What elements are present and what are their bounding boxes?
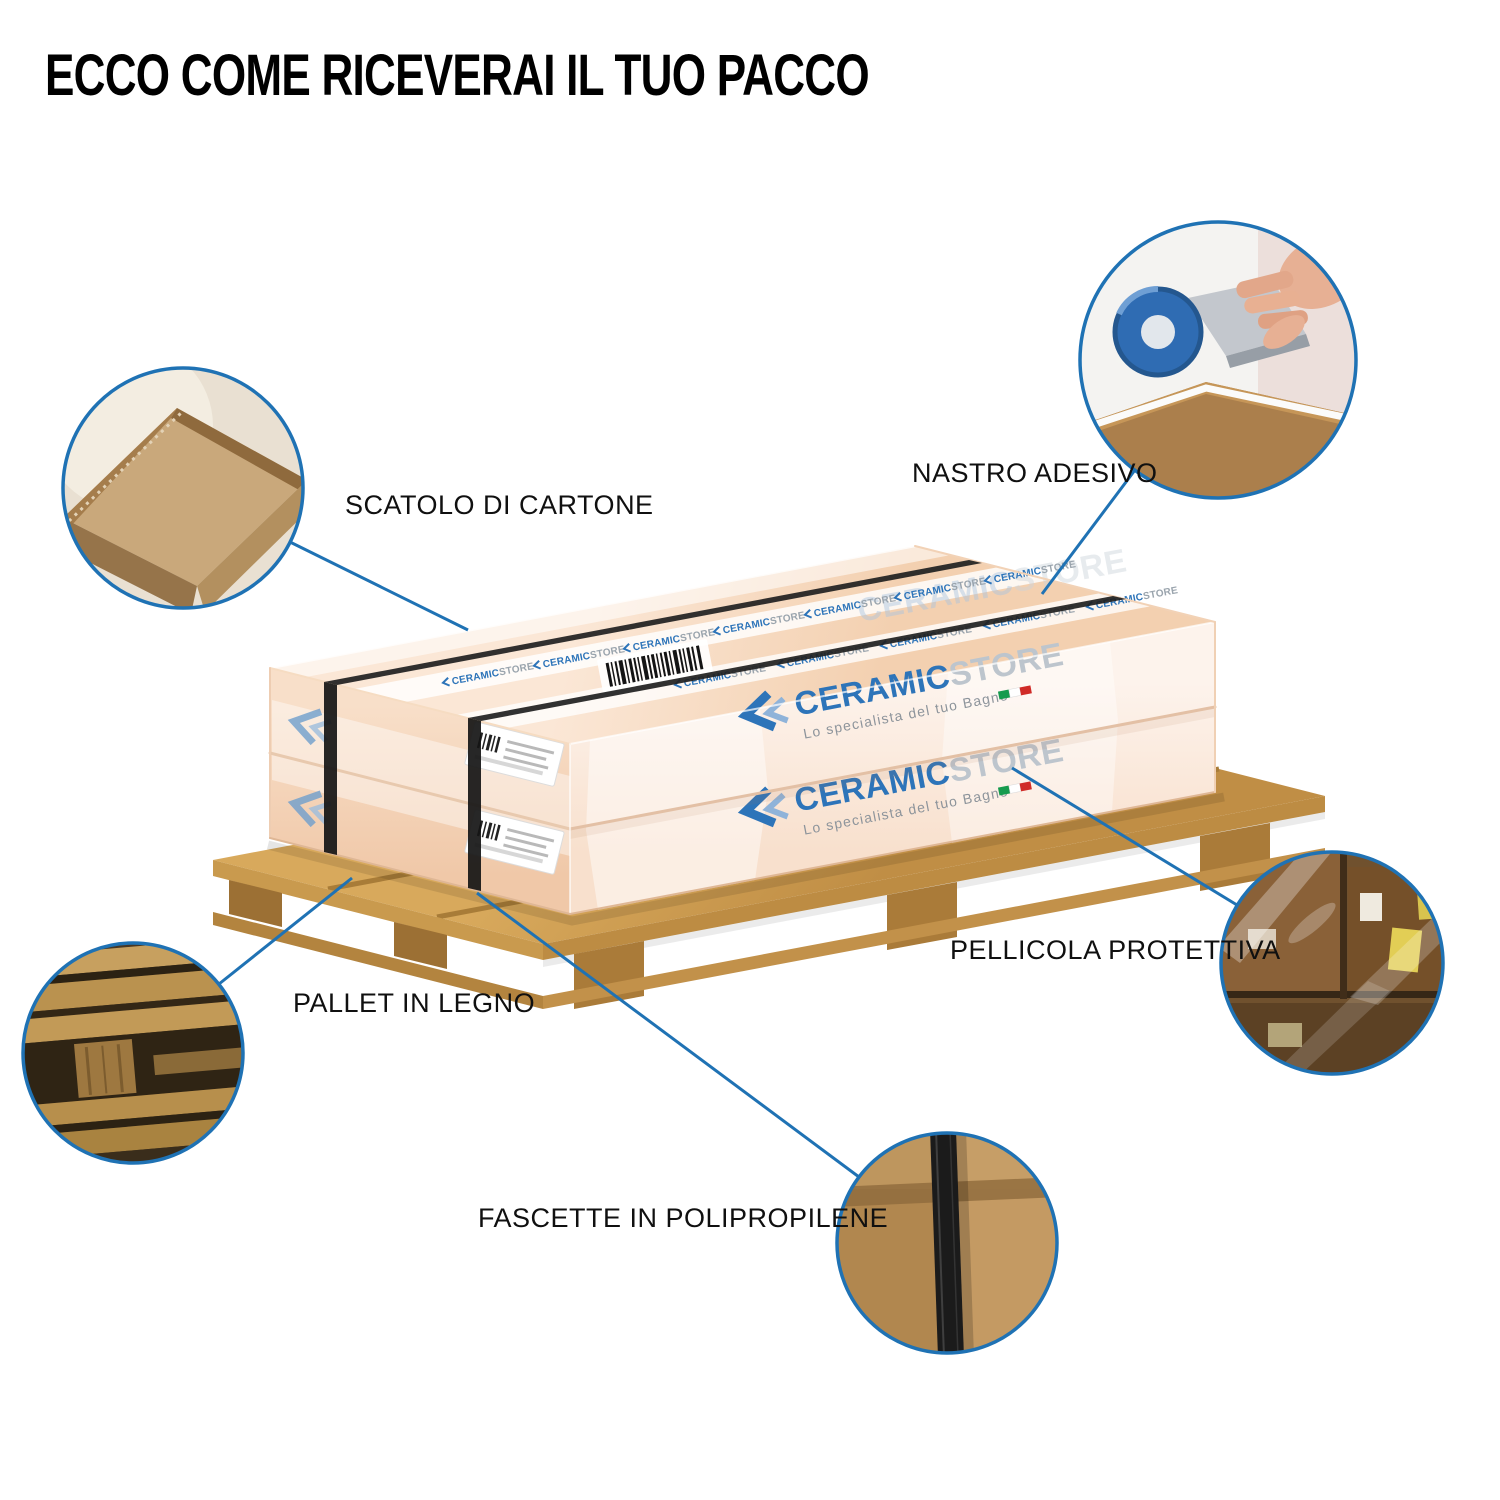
callout-photo-tape — [1080, 222, 1356, 498]
box-edges — [268, 544, 1217, 915]
callout-ring-scatolo — [61, 366, 305, 610]
page-title: ECCO COME RICEVERAI IL TUO PACCO — [45, 43, 870, 108]
shipping-label-lower — [464, 809, 565, 875]
callout-photo-pallet — [23, 943, 243, 1163]
callout-label-scatolo: SCATOLO DI CARTONE — [345, 490, 654, 520]
italian-flag-icon — [997, 781, 1032, 796]
box-top-face — [270, 546, 1215, 744]
callout-photo-shrinkwrap — [1221, 852, 1443, 1074]
callout-photo-cardboard — [63, 368, 303, 608]
polypropylene-strap-front — [468, 596, 1126, 891]
callout-ring-nastro — [1078, 220, 1358, 500]
callout-photo-strap — [837, 1133, 1057, 1353]
polypropylene-strap-back — [324, 560, 982, 855]
pallet-bottom-board — [543, 848, 1325, 1009]
ceramicstore-chevron-icon — [737, 786, 789, 828]
connector-nastro — [1040, 469, 1137, 595]
connector-pellicola — [1011, 766, 1238, 907]
package-boxes: CERAMICSTORE CERAMICSTORE CERAMICSTORE C… — [268, 541, 1217, 915]
callout-ring-pallet — [21, 941, 245, 1165]
shipping-label-upper — [464, 721, 565, 787]
barcode-label — [597, 639, 713, 693]
pallet-block — [229, 880, 282, 927]
callout-label-nastro: NASTRO ADESIVO — [912, 458, 1158, 488]
box-cast-shadow — [266, 792, 1225, 926]
connector-fascette — [476, 891, 860, 1179]
pallet-deck-front-edge — [543, 796, 1325, 960]
pallet-deck-left-edge — [213, 860, 543, 960]
pallet-bottom-board — [213, 912, 543, 1009]
callout-ring-fascette — [835, 1131, 1059, 1355]
connector-pallet — [218, 876, 353, 986]
callout-label-pallet: PALLET IN LEGNO — [293, 988, 536, 1018]
italian-flag-icon — [997, 685, 1032, 700]
callout-ring-pellicola — [1219, 850, 1445, 1076]
callout-label-pellicola: PELLICOLA PROTETTIVA — [950, 935, 1281, 965]
pallet-block — [394, 922, 447, 969]
connector-lines — [218, 469, 1238, 1179]
callout-label-fascette: FASCETTE IN POLIPROPILENE — [478, 1203, 889, 1233]
connector-scatolo — [289, 540, 469, 632]
